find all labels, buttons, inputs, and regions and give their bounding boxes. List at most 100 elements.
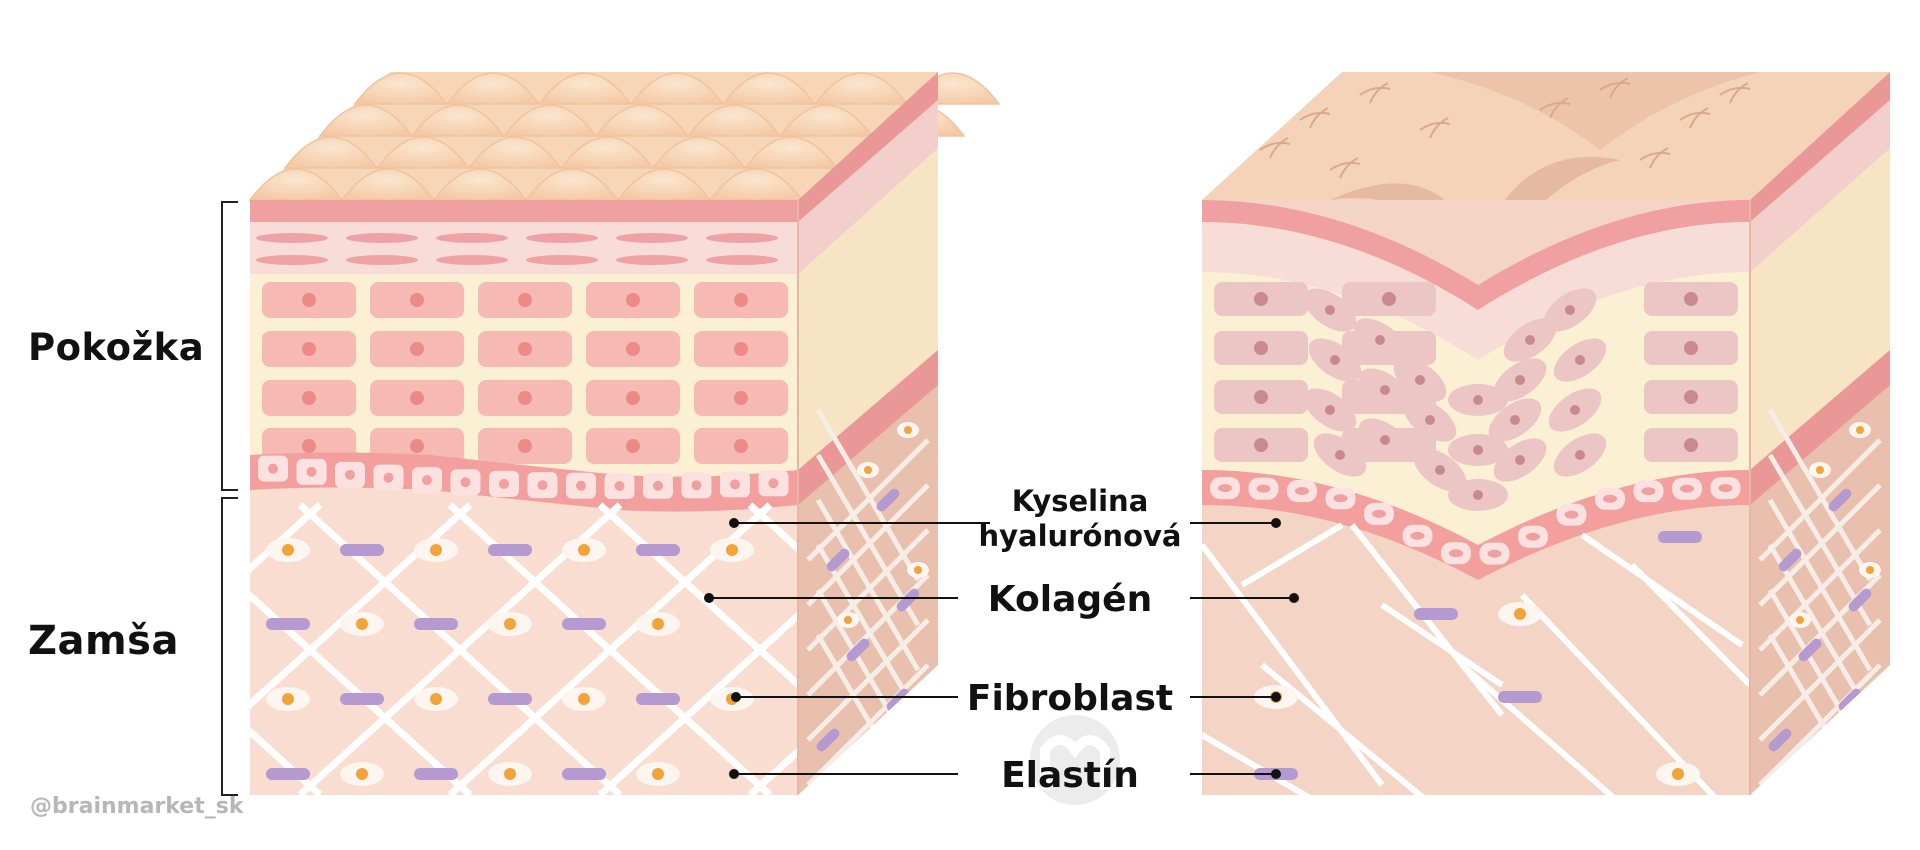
side-fibroblast-nucleus — [904, 426, 912, 434]
cell-nucleus — [734, 391, 748, 405]
elastin-fiber — [562, 618, 606, 630]
basal-nucleus — [730, 479, 740, 489]
cell-nucleus — [734, 439, 748, 453]
cell-nucleus — [626, 293, 640, 307]
fibroblast-nucleus — [430, 693, 442, 705]
elastin-fiber — [1658, 531, 1702, 543]
hyaluronic-acid-label: Kyselina hyalurónová — [955, 484, 1205, 554]
fibroblast-nucleus — [578, 693, 590, 705]
granular-cell — [616, 255, 688, 265]
side-fibroblast-nucleus — [1816, 466, 1824, 474]
fibroblast-nucleus — [1672, 768, 1684, 780]
basal-nucleus — [307, 467, 317, 477]
aged-basal-nucleus — [1719, 484, 1733, 492]
cell-nucleus — [302, 391, 316, 405]
fibroblast-nucleus — [504, 618, 516, 630]
aged-cell-nucleus — [1684, 292, 1698, 306]
epidermis-bracket — [222, 202, 238, 490]
aged-cell-nucleus — [1570, 405, 1580, 415]
aged-cell-nucleus — [1684, 341, 1698, 355]
aged-front-face — [1202, 200, 1750, 805]
aged-cell-nucleus — [1335, 450, 1345, 460]
granular-cell — [526, 255, 598, 265]
basal-nucleus — [615, 481, 625, 491]
granular-cell — [346, 233, 418, 243]
cell-nucleus — [410, 293, 424, 307]
fibroblast-nucleus — [652, 768, 664, 780]
aged-cell-nucleus — [1415, 375, 1425, 385]
aged-basal-nucleus — [1680, 485, 1694, 493]
aged-basal-nucleus — [1449, 549, 1463, 557]
cell-nucleus — [518, 391, 532, 405]
hyaluronic-label-line1: Kyselina — [1012, 484, 1149, 518]
aged-basal-nucleus — [1642, 487, 1656, 495]
cell-nucleus — [302, 439, 316, 453]
side-fibroblast-nucleus — [1796, 616, 1804, 624]
aged-cell-nucleus — [1515, 455, 1525, 465]
aged-cell-nucleus — [1575, 450, 1585, 460]
fibroblast-nucleus — [578, 544, 590, 556]
basal-nucleus — [422, 475, 432, 485]
aged-basal-nucleus — [1372, 510, 1386, 518]
aged-cell-nucleus — [1380, 385, 1390, 395]
aged-cell-nucleus — [1325, 305, 1335, 315]
aged-cell-nucleus — [1375, 335, 1385, 345]
basal-nucleus — [576, 481, 586, 491]
collagen-fiber — [0, 505, 20, 795]
side-fibroblast-nucleus — [1856, 426, 1864, 434]
aged-cell-nucleus — [1425, 415, 1435, 425]
aged-basal-nucleus — [1603, 495, 1617, 503]
aged-cell-nucleus — [1380, 435, 1390, 445]
elastin-label: Elastín — [960, 754, 1180, 797]
elastin-fiber — [340, 544, 384, 556]
elastin-fiber — [562, 768, 606, 780]
basal-nucleus — [268, 464, 278, 474]
basal-nucleus — [538, 480, 548, 490]
aged-basal-nucleus — [1565, 511, 1579, 519]
aged-cell-nucleus — [1575, 355, 1585, 365]
cell-nucleus — [626, 391, 640, 405]
elastin-fiber — [414, 618, 458, 630]
fibroblast-nucleus — [282, 544, 294, 556]
cell-nucleus — [302, 293, 316, 307]
cell-nucleus — [410, 439, 424, 453]
fibroblast-nucleus — [1514, 608, 1526, 620]
fibroblast-nucleus — [726, 544, 738, 556]
granular-cell — [616, 233, 688, 243]
cell-nucleus — [734, 342, 748, 356]
aged-basal-nucleus — [1411, 532, 1425, 540]
elastin-fiber — [488, 544, 532, 556]
granular-cell — [526, 233, 598, 243]
cell-nucleus — [518, 439, 532, 453]
aged-basal-nucleus — [1526, 533, 1540, 541]
aged-skin-block — [1202, 0, 1900, 820]
epidermis-label: Pokožka — [28, 326, 204, 369]
fibroblast-label: Fibroblast — [960, 677, 1180, 720]
fibroblast-nucleus — [282, 693, 294, 705]
cell-nucleus — [410, 391, 424, 405]
cell-nucleus — [410, 342, 424, 356]
aged-cell-nucleus — [1254, 292, 1268, 306]
aged-cell-nucleus — [1684, 438, 1698, 452]
granular-cell — [436, 233, 508, 243]
aged-basal-nucleus — [1218, 484, 1232, 492]
basal-nucleus — [499, 479, 509, 489]
aged-cell-nucleus — [1254, 341, 1268, 355]
fibroblast-nucleus — [430, 544, 442, 556]
granular-cell — [346, 255, 418, 265]
collagen-fiber — [0, 505, 20, 795]
dermis-label: Zamša — [28, 618, 179, 664]
cell-nucleus — [302, 342, 316, 356]
granular-cell — [706, 255, 778, 265]
side-fibroblast-nucleus — [864, 466, 872, 474]
aged-basal-nucleus — [1295, 487, 1309, 495]
aged-basal-nucleus — [1488, 550, 1502, 558]
granular-cell — [706, 233, 778, 243]
cell-nucleus — [518, 342, 532, 356]
side-fibroblast-nucleus — [844, 616, 852, 624]
fibroblast-nucleus — [652, 618, 664, 630]
side-fibroblast-nucleus — [1866, 566, 1874, 574]
dermis-bracket — [222, 498, 238, 795]
basal-nucleus — [653, 481, 663, 491]
aged-cell-nucleus — [1254, 438, 1268, 452]
